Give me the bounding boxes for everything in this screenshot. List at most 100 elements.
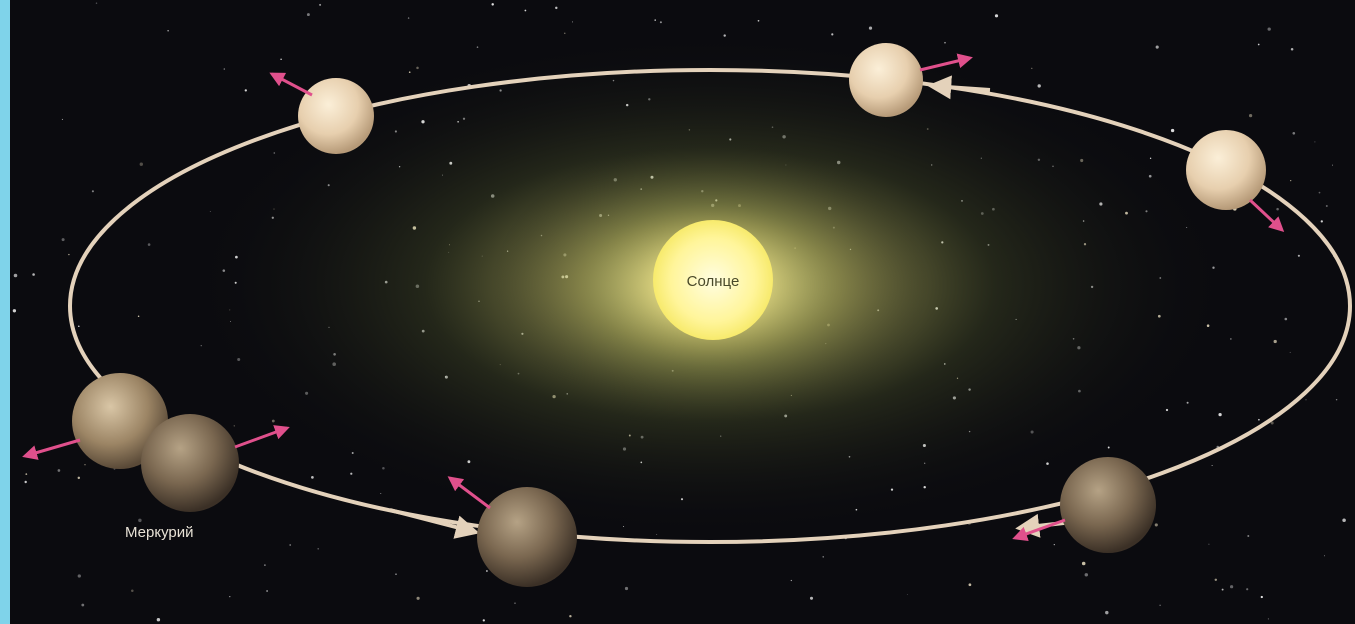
star xyxy=(968,583,972,587)
star xyxy=(564,32,566,34)
star xyxy=(147,243,151,246)
star xyxy=(1331,164,1334,166)
star xyxy=(12,309,17,313)
mercury-label: Меркурий xyxy=(125,524,194,541)
velocity-arrow xyxy=(1248,198,1285,233)
star xyxy=(229,596,231,598)
star xyxy=(25,473,28,475)
star xyxy=(1297,254,1300,257)
star xyxy=(416,66,419,70)
star xyxy=(244,89,247,92)
star xyxy=(572,21,573,23)
star xyxy=(1107,446,1110,449)
star xyxy=(57,469,61,472)
star xyxy=(407,17,410,19)
velocity-arrow xyxy=(269,72,313,97)
star xyxy=(1221,588,1224,591)
star xyxy=(13,273,18,278)
star xyxy=(1267,618,1269,620)
star xyxy=(514,602,516,604)
star xyxy=(1318,191,1321,194)
star xyxy=(137,315,140,318)
star xyxy=(1214,578,1218,582)
star xyxy=(656,534,658,535)
star xyxy=(569,614,572,618)
star xyxy=(233,425,236,427)
star xyxy=(317,547,320,550)
star xyxy=(1276,207,1279,211)
planet-top-center xyxy=(849,43,973,117)
star xyxy=(1284,317,1288,321)
star xyxy=(1053,543,1055,546)
diagram-canvas: Солнце Меркурий xyxy=(10,0,1355,624)
star xyxy=(200,345,202,347)
star xyxy=(624,586,629,591)
star xyxy=(1290,180,1292,182)
star xyxy=(524,9,527,12)
star xyxy=(1229,585,1234,589)
star xyxy=(757,19,760,22)
star xyxy=(1335,398,1338,401)
star xyxy=(77,574,81,578)
star xyxy=(24,480,27,484)
star xyxy=(790,579,792,582)
star xyxy=(350,472,353,475)
star xyxy=(822,556,824,558)
planet-mercury xyxy=(141,414,290,512)
star xyxy=(306,13,310,17)
planet-left-back xyxy=(22,373,168,469)
star xyxy=(1155,45,1159,49)
orbit-path xyxy=(68,68,1352,544)
star xyxy=(1165,408,1169,412)
star xyxy=(1267,27,1271,31)
star xyxy=(868,26,873,30)
star xyxy=(81,603,85,607)
star xyxy=(78,325,80,327)
sun xyxy=(653,220,773,340)
planet-bottom-right xyxy=(1012,457,1156,553)
star xyxy=(1292,131,1296,135)
star xyxy=(1246,588,1249,591)
star xyxy=(1186,401,1189,404)
star xyxy=(994,14,999,18)
velocity-arrow xyxy=(22,438,81,460)
star xyxy=(156,618,161,622)
star xyxy=(264,564,266,566)
star xyxy=(91,190,94,193)
star xyxy=(1211,465,1213,466)
planet-top-left xyxy=(269,72,374,154)
star xyxy=(209,211,211,213)
star xyxy=(167,30,169,32)
star xyxy=(1081,561,1086,566)
star xyxy=(319,3,322,6)
star xyxy=(482,619,485,622)
star xyxy=(491,3,494,6)
star xyxy=(476,46,479,48)
star xyxy=(1247,535,1250,537)
star xyxy=(1342,518,1346,522)
planet-right xyxy=(1186,130,1285,233)
star xyxy=(266,590,269,592)
star xyxy=(1031,67,1033,69)
star xyxy=(1273,339,1277,344)
star xyxy=(68,253,70,256)
star xyxy=(416,596,420,600)
star xyxy=(1218,412,1222,417)
star xyxy=(1230,338,1232,340)
star xyxy=(380,492,382,494)
sun-label: Солнце xyxy=(687,273,740,290)
velocity-arrow xyxy=(919,53,973,72)
star xyxy=(809,596,814,600)
star xyxy=(1270,421,1274,425)
star xyxy=(311,476,314,479)
star xyxy=(555,6,558,10)
star xyxy=(131,589,134,593)
star xyxy=(1258,418,1260,421)
star xyxy=(408,71,411,74)
star xyxy=(1208,543,1210,545)
star xyxy=(32,273,35,276)
velocity-arrow xyxy=(234,425,290,449)
star xyxy=(84,464,86,466)
star xyxy=(289,544,292,546)
orbit-direction-arrow xyxy=(389,508,480,539)
